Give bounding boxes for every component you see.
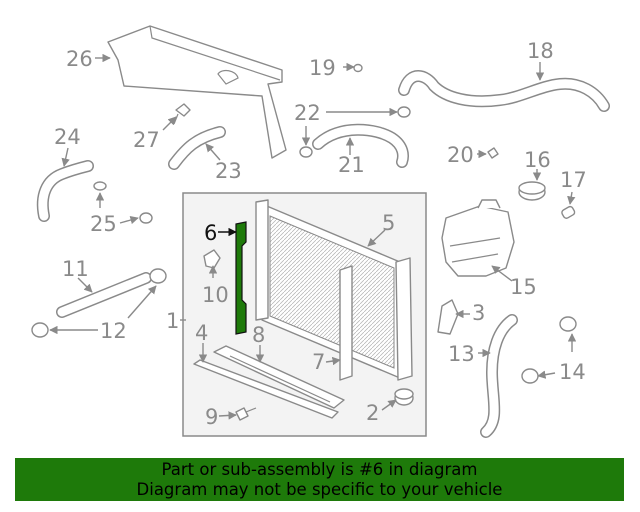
callout-9: 9: [205, 405, 218, 429]
grommet-part: [394, 388, 414, 406]
callout-27: 27: [133, 128, 160, 152]
leader-lines: [49, 53, 577, 420]
parts-diagram: 26 19 18 22 27 23 21 20 16 17 24 25 11 1…: [31, 25, 610, 438]
callout-26: 26: [66, 47, 93, 71]
callout-4: 4: [195, 321, 208, 345]
callout-12: 12: [100, 319, 127, 343]
lower-air-seal-part: [193, 359, 339, 419]
coolant-reservoir-part: [441, 199, 515, 277]
small-hose-part: [168, 126, 226, 170]
callout-19: 19: [309, 56, 336, 80]
radiator-part: [255, 199, 413, 381]
callout-labels: 26 19 18 22 27 23 21 20 16 17 24 25 11 1…: [54, 39, 587, 429]
callout-5: 5: [382, 211, 395, 235]
curved-hose-part: [36, 160, 94, 222]
mount-part: [203, 249, 221, 269]
sensor-part: [561, 205, 576, 219]
hose-clamp-12-part: [31, 268, 167, 338]
lower-hose-part: [56, 272, 152, 318]
air-seal-highlighted-part: [235, 221, 247, 335]
callout-17: 17: [560, 168, 587, 192]
callout-25: 25: [90, 212, 117, 236]
lower-deflector-part: [213, 345, 345, 409]
lower-radiator-hose-part: [480, 314, 518, 438]
callout-8: 8: [252, 323, 265, 347]
callout-6: 6: [204, 221, 217, 245]
callout-21: 21: [338, 153, 365, 177]
callout-1: 1: [166, 309, 179, 333]
upper-hose-part: [312, 123, 409, 168]
callout-3: 3: [472, 301, 485, 325]
callout-23: 23: [215, 159, 242, 183]
banner-line-2: Diagram may not be specific to your vehi…: [136, 480, 503, 499]
callout-22: 22: [294, 101, 321, 125]
side-seal-part: [339, 265, 353, 381]
callout-18: 18: [527, 39, 554, 63]
hose-clamp-14-part: [521, 316, 577, 384]
info-banner: Part or sub-assembly is #6 in diagram Di…: [15, 458, 624, 501]
callout-20: 20: [447, 143, 474, 167]
overflow-hose-part: [398, 70, 610, 112]
banner-line-1: Part or sub-assembly is #6 in diagram: [161, 460, 478, 479]
reservoir-cap-part: [518, 181, 546, 201]
push-clip-part: [173, 103, 191, 125]
callout-11: 11: [62, 257, 89, 281]
callout-13: 13: [448, 342, 475, 366]
callout-24: 24: [54, 125, 81, 149]
bolt-part: [235, 407, 257, 421]
callout-10: 10: [202, 283, 229, 307]
bracket-part: [437, 299, 459, 335]
upper-shroud-part: [107, 25, 287, 159]
callout-14: 14: [559, 360, 586, 384]
callout-16: 16: [524, 148, 551, 172]
callout-15: 15: [510, 275, 537, 299]
callout-2: 2: [366, 401, 379, 425]
callout-7: 7: [312, 350, 325, 374]
hose-clamp-part: [93, 181, 153, 224]
